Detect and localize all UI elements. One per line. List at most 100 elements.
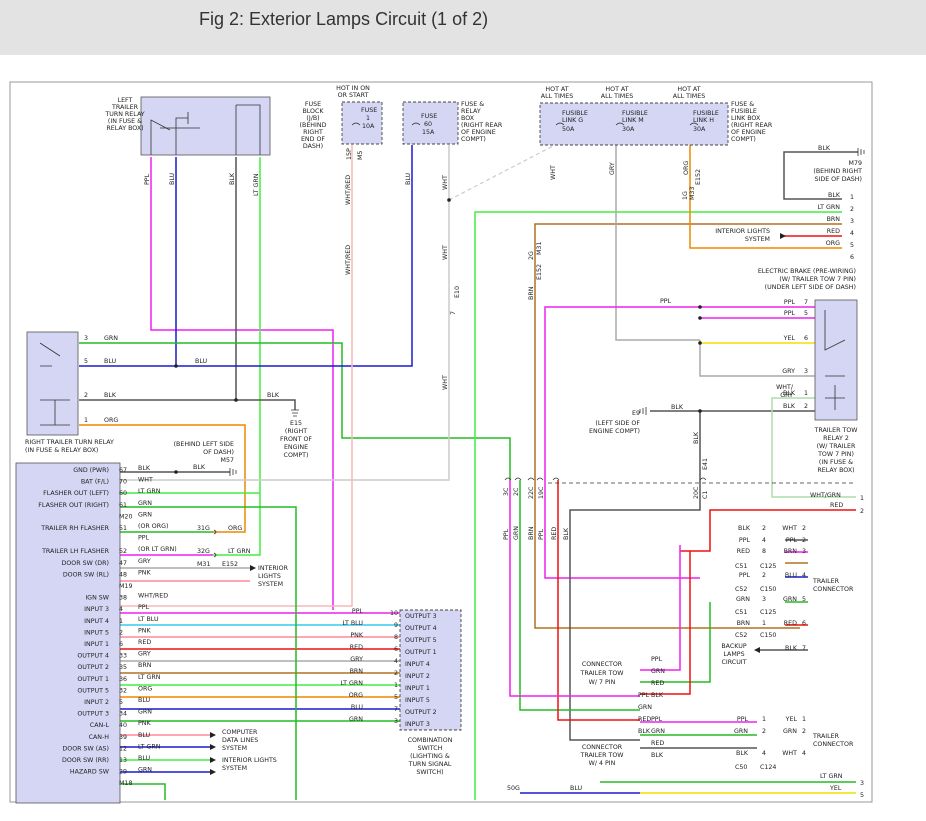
module-pin-wire: ORG bbox=[138, 685, 152, 692]
lbl-c-red: RED bbox=[638, 716, 651, 723]
pin-50g: 50G bbox=[507, 785, 520, 792]
module-pin-wire: GRN bbox=[138, 511, 152, 518]
lbl-c-blk: BLK bbox=[651, 692, 664, 699]
module-pin-num: 1 bbox=[119, 618, 123, 625]
combination-switch-box bbox=[399, 609, 462, 731]
lbl-c124: C124 bbox=[760, 764, 776, 771]
module-pin-wire: (OR LT GRN) bbox=[138, 546, 177, 553]
lbl-blu-lr: BLU bbox=[169, 172, 176, 185]
splices bbox=[174, 198, 702, 474]
module-pin-wire: LT BLU bbox=[138, 616, 159, 623]
combo-pin-num: 6 bbox=[394, 646, 398, 653]
lbl-c-ppl: PPL bbox=[638, 692, 650, 699]
lbl-wht-3: WHT bbox=[442, 375, 449, 390]
module-pin-num: M18 bbox=[119, 780, 132, 787]
brake-pin-wire: YEL bbox=[783, 335, 796, 342]
lbl-ltgrn-out: LT GRN bbox=[820, 773, 843, 780]
combo-pin-num: 4 bbox=[394, 658, 398, 665]
m79-pin-num: 2 bbox=[850, 206, 854, 213]
wire-whtred bbox=[120, 145, 353, 607]
pin-15p: 15P bbox=[346, 148, 353, 160]
lbl-blu-out: BLU bbox=[570, 785, 583, 792]
wire-grn-hazard bbox=[120, 783, 166, 800]
lbl-c51b: C51 bbox=[735, 609, 747, 616]
lbl-c125b: C125 bbox=[760, 609, 776, 616]
lbl-wht-2: WHT bbox=[442, 245, 449, 260]
wire-ltgrn-m79 bbox=[474, 211, 842, 800]
pin-rr-1: 1 bbox=[84, 417, 88, 424]
module-pin-name: OUTPUT 1 bbox=[77, 676, 109, 683]
lbl-whtred-2: WHT/RED bbox=[345, 245, 352, 275]
module-pin-name: INPUT 5 bbox=[84, 629, 109, 636]
module-pin-num: 32 bbox=[119, 687, 127, 694]
header-bar: Fig 2: Exterior Lamps Circuit (1 of 2) bbox=[0, 0, 926, 55]
module-pin-name: FLASHER OUT (LEFT) bbox=[43, 490, 109, 497]
lbl-blk-e9: BLK bbox=[671, 404, 684, 411]
module-pin-num: 36 bbox=[119, 676, 127, 683]
tc-right-pin: 4 bbox=[802, 572, 806, 579]
module-pin-wire: GRN bbox=[138, 767, 152, 774]
module-pin-wire: PPL bbox=[138, 535, 150, 542]
wire-grn-bundle bbox=[519, 480, 640, 711]
tc-left-pin: 2 bbox=[762, 525, 766, 532]
wire-whtgrn bbox=[771, 397, 856, 498]
module-pin-num: 4 bbox=[119, 606, 123, 613]
pin-c1: C1 bbox=[702, 491, 709, 499]
pin-out-2: 2 bbox=[860, 508, 864, 515]
m79-pin-wire: LT GRN bbox=[818, 204, 841, 211]
brake-pin-num: 7 bbox=[804, 299, 808, 306]
lbl-whtgrn: WHT/GRN bbox=[810, 492, 841, 499]
pin-m5: M5 bbox=[357, 151, 364, 160]
lbl-blk-b: BLK bbox=[563, 527, 570, 540]
module-pin-wire: PNK bbox=[138, 720, 152, 727]
tc2-left-wire: PPL bbox=[737, 716, 749, 723]
module-pin-num: 48 bbox=[119, 571, 127, 578]
tc-right-pin: 7 bbox=[802, 645, 806, 652]
fuse-symbols bbox=[351, 122, 699, 126]
lbl-c52: C52 bbox=[735, 586, 747, 593]
wire-blk-m79 bbox=[783, 151, 858, 200]
tc-left-pin: 8 bbox=[762, 548, 766, 555]
combo-pin-wire: GRY bbox=[350, 656, 363, 663]
tc2-right-wire: YEL bbox=[785, 716, 798, 723]
lbl-ltgrn-32g: LT GRN bbox=[228, 548, 251, 555]
module-pin-name: CAN-H bbox=[89, 734, 110, 741]
tc-right-wire: PPL bbox=[786, 537, 798, 544]
tc2-right-pin: 4 bbox=[802, 750, 806, 757]
module-pin-num: 67 bbox=[119, 467, 127, 474]
lbl-c52b: C52 bbox=[735, 632, 747, 639]
pin-m33: M33 bbox=[689, 187, 696, 200]
pin-e152-h: E152 bbox=[695, 169, 702, 185]
combo-pin-num: 5 bbox=[394, 694, 398, 701]
module-pin-num: 34 bbox=[119, 711, 127, 718]
pin-22c: 22C bbox=[528, 486, 535, 499]
module-pin-wire: WHT bbox=[138, 477, 153, 484]
combo-pin-num: 7 bbox=[394, 706, 398, 713]
lbl-c125: C125 bbox=[760, 563, 776, 570]
lbl-red-main: RED bbox=[830, 502, 843, 509]
brake-pin-wire: BLK bbox=[783, 403, 796, 410]
module-pin-name: DOOR SW (DR) bbox=[61, 560, 109, 567]
wire-red-main bbox=[680, 509, 856, 552]
pin-32g: 32G bbox=[197, 548, 210, 555]
tc-right-wire: GRN bbox=[783, 596, 797, 603]
tc-left-wire: GRN bbox=[736, 596, 750, 603]
module-pin-num: 61 bbox=[119, 502, 127, 509]
wire-wht-dashed bbox=[448, 144, 556, 201]
wire-wht-fuse60 bbox=[120, 145, 450, 481]
lbl-m31: M31 bbox=[197, 561, 210, 568]
wire-grn-tc bbox=[640, 602, 711, 683]
lbl-red-b: RED bbox=[551, 527, 558, 540]
m79-pin-num: 4 bbox=[850, 230, 854, 237]
wire-red-bundle bbox=[557, 480, 640, 721]
module-pin-wire: PNK bbox=[138, 627, 152, 634]
lbl-e152: E152 bbox=[222, 561, 238, 568]
wire-gry-link bbox=[615, 145, 700, 341]
wire-gry-brake bbox=[699, 340, 815, 377]
